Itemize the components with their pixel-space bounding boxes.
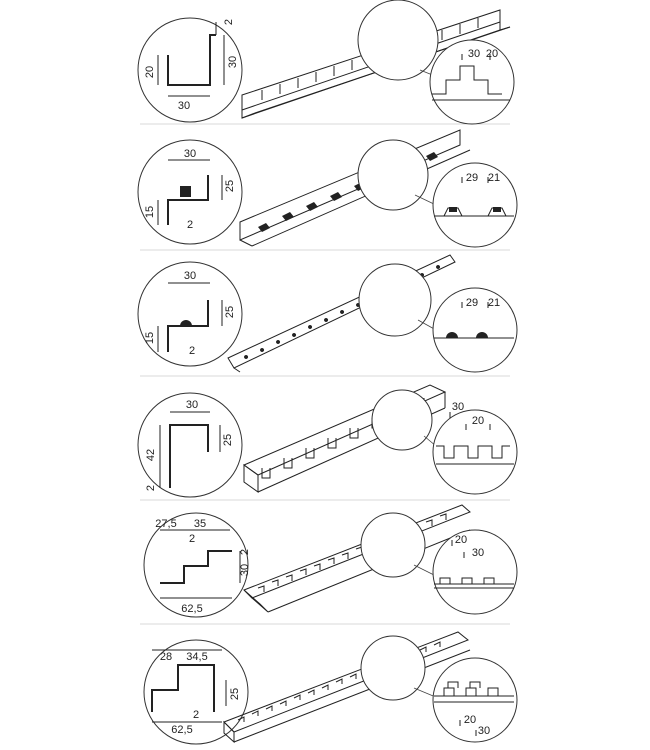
dimension-label: 30 (468, 48, 480, 60)
dimension-label: 25 (222, 434, 234, 446)
dimension-label: 2 (187, 219, 193, 231)
clip-block (180, 186, 191, 197)
dimension-label: 20 (472, 415, 484, 427)
rail-3d-view (223, 631, 471, 744)
panel-rail-3: 30 25 15 2 29 21 (137, 254, 518, 373)
detail-round-clips (434, 302, 514, 339)
dimension-label: 2 (145, 485, 157, 491)
dimension-label: 2 (239, 549, 251, 555)
dimension-label: 2 (189, 345, 195, 357)
dimension-label: 30 (178, 100, 190, 112)
detail-tab-pattern (434, 681, 514, 736)
panel-rail-6: 28 34,5 25 2 62,5 20 30 (143, 631, 518, 745)
panel-rail-2: 30 25 15 2 29 21 (137, 129, 518, 248)
profile-cross-section (157, 22, 225, 97)
detail-tab-pattern (434, 540, 514, 589)
dimension-label: 42 (145, 449, 157, 461)
dimension-label: 2 (223, 19, 235, 25)
panel-rail-4: 30 42 25 2 30 20 (137, 384, 518, 498)
dimension-label: 25 (224, 306, 236, 318)
detail-circle (432, 162, 518, 248)
profile-cross-section (159, 411, 221, 488)
detail-magnifier (360, 512, 426, 578)
detail-magnifier (371, 389, 433, 451)
dimension-label: 20 (464, 714, 476, 726)
profile-circle (137, 392, 243, 498)
rail-3d-view (239, 129, 471, 247)
dimension-label: 27,5 (155, 518, 176, 530)
dimension-label: 20 (144, 66, 156, 78)
detail-magnifier (360, 635, 426, 701)
detail-magnifier (358, 263, 432, 337)
dimension-label: 30 (472, 547, 484, 559)
profile-cross-section (157, 282, 223, 352)
detail-magnifier (357, 139, 429, 211)
dimension-label: 30 (184, 270, 196, 282)
detail-leader (414, 194, 437, 206)
dimension-label: 21 (488, 297, 500, 309)
dimension-label: 20 (486, 48, 498, 60)
dimension-label: 20 (455, 534, 467, 546)
dimension-label: 35 (194, 518, 206, 530)
profile-circle (137, 17, 243, 123)
dimension-label: 29 (466, 297, 478, 309)
detail-circle (432, 409, 518, 495)
round-clip (180, 320, 192, 326)
detail-square-notches (436, 412, 514, 465)
dimension-label: 30 (227, 56, 239, 68)
panel-rail-1: 30 20 30 2 30 20 (137, 0, 515, 125)
dimension-label: 30 (478, 725, 490, 737)
dimension-label: 30 (184, 148, 196, 160)
panel-rail-5: 27,5 35 2 30 2 62,5 20 30 (143, 504, 518, 618)
dimension-label: 2 (193, 709, 199, 721)
dimension-label: 30 (239, 564, 251, 576)
dimension-label: 15 (144, 206, 156, 218)
dimension-label: 62,5 (181, 603, 202, 615)
dimension-label: 25 (224, 180, 236, 192)
detail-magnifier (357, 0, 439, 81)
dimension-label: 30 (452, 401, 464, 413)
detail-circle (432, 529, 518, 615)
profile-circle (143, 639, 249, 745)
detail-circle (432, 287, 518, 373)
dimension-label: 34,5 (186, 651, 207, 663)
dimension-label: 15 (144, 332, 156, 344)
profile-cross-section (160, 529, 241, 599)
detail-circle (432, 657, 518, 743)
dimension-label: 30 (186, 399, 198, 411)
profile-cross-section (157, 159, 223, 225)
profile-circle (137, 261, 243, 367)
detail-circle (429, 39, 515, 125)
profile-cross-section (151, 649, 227, 723)
detail-rect-steps (432, 54, 510, 101)
dimension-label: 2 (189, 533, 195, 545)
dimension-label: 21 (488, 172, 500, 184)
detail-clips (434, 177, 514, 217)
dimension-label: 29 (466, 172, 478, 184)
dimension-label: 28 (160, 651, 172, 663)
dimension-label: 62,5 (171, 724, 192, 736)
dimension-label: 25 (229, 688, 241, 700)
